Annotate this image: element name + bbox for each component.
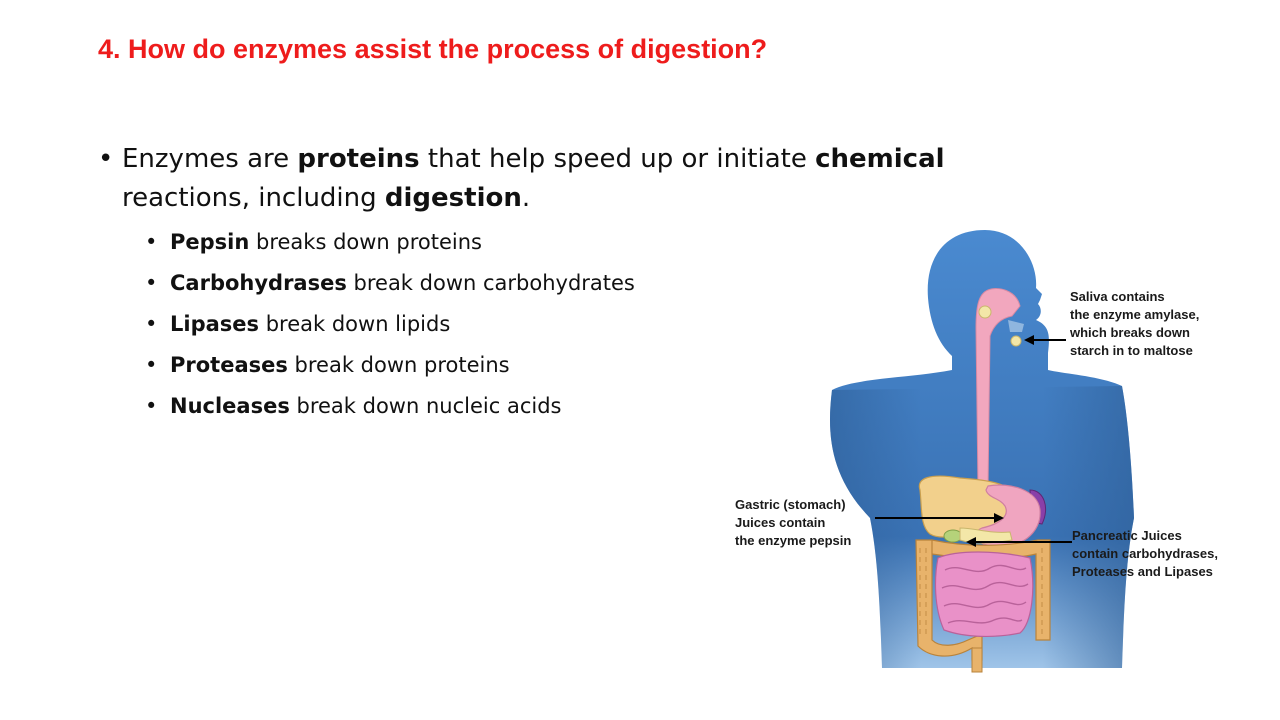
enzyme-list: • Pepsin breaks down proteins • Carbohydras… bbox=[145, 226, 635, 431]
bullet-dot: • bbox=[98, 144, 114, 174]
enzyme-list-item: • Proteases break down proteins bbox=[145, 349, 635, 390]
enzyme-list-item: • Pepsin breaks down proteins bbox=[145, 226, 635, 267]
bullet-text-segment: that help speed up or initiate bbox=[419, 144, 816, 174]
rectum bbox=[971, 647, 983, 673]
enzyme-function: break down lipids bbox=[259, 312, 451, 336]
main-bullet: • Enzymes are proteins that help speed u… bbox=[98, 140, 1058, 218]
salivary-gland bbox=[1010, 335, 1022, 347]
saliva-arrowhead bbox=[1024, 335, 1034, 345]
enzyme-function: breaks down proteins bbox=[249, 230, 482, 254]
enzyme-list-item: • Carbohydrases break down carbohydrates bbox=[145, 267, 635, 308]
pancreatic-label: Pancreatic Juices contain carbohydrases,… bbox=[1072, 528, 1218, 579]
enzyme-list-item: • Lipases break down lipids bbox=[145, 308, 635, 349]
esophagus bbox=[975, 288, 1021, 489]
enzyme-name: Carbohydrases bbox=[170, 271, 347, 295]
enzyme-name: Lipases bbox=[170, 312, 260, 336]
emphasized-term: digestion bbox=[384, 183, 522, 213]
mouth bbox=[1008, 320, 1024, 332]
digestive-system-figure: Saliva contains the enzyme amylase, whic… bbox=[720, 228, 1260, 678]
enzyme-name: Nucleases bbox=[170, 394, 290, 418]
enzyme-function: break down carbohydrates bbox=[346, 271, 635, 295]
bullet-text-segment: Enzymes are bbox=[122, 144, 298, 174]
small-intestine bbox=[934, 551, 1034, 638]
enzyme-name: Pepsin bbox=[170, 230, 250, 254]
emphasized-term: chemical bbox=[815, 144, 945, 174]
enzyme-function: break down nucleic acids bbox=[289, 394, 562, 418]
bullet-dot: • bbox=[145, 312, 158, 336]
bullet-dot: • bbox=[145, 353, 158, 377]
bullet-dot: • bbox=[145, 394, 158, 418]
intestine-loops bbox=[941, 564, 1029, 624]
bullet-dot: • bbox=[145, 230, 158, 254]
gallbladder bbox=[943, 529, 963, 543]
enzyme-list-item: • Nucleases break down nucleic acids bbox=[145, 390, 635, 431]
main-bullet-text: Enzymes are proteins that help speed up … bbox=[122, 140, 1058, 218]
enzyme-name: Proteases bbox=[170, 353, 288, 377]
bullet-dot: • bbox=[145, 271, 158, 295]
saliva-label: Saliva contains the enzyme amylase, whic… bbox=[1070, 289, 1200, 358]
emphasized-term: proteins bbox=[297, 144, 420, 174]
gastric-arrowhead bbox=[994, 513, 1004, 523]
digestive-system-illustration bbox=[829, 230, 1134, 673]
enzyme-function: break down proteins bbox=[287, 353, 510, 377]
bullet-text-segment: reactions, including bbox=[122, 183, 385, 213]
slide-title: 4. How do enzymes assist the process of … bbox=[98, 34, 768, 64]
pancreatic-arrowhead bbox=[966, 537, 976, 547]
bullet-text-segment: . bbox=[521, 183, 531, 213]
gastric-label: Gastric (stomach) Juices contain the enz… bbox=[735, 497, 852, 548]
colon-folds bbox=[919, 548, 1043, 638]
salivary-gland bbox=[978, 305, 992, 319]
